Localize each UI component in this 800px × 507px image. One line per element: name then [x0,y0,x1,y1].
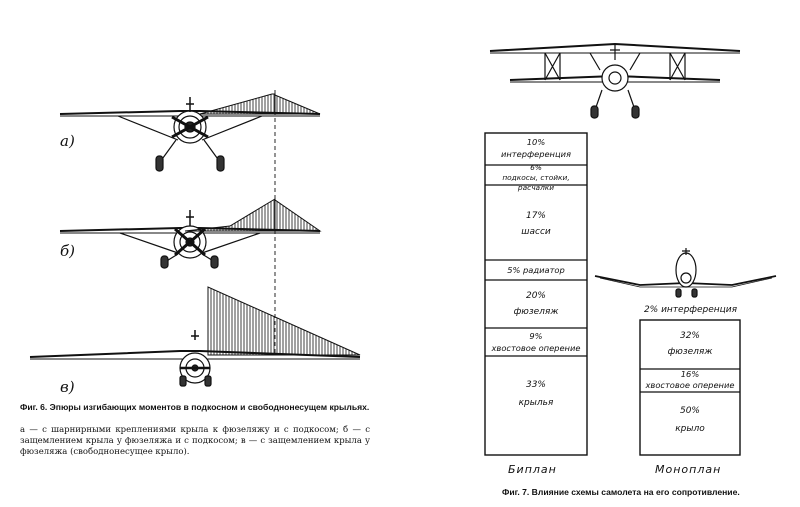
label-b: б) [60,242,76,260]
name: крыло [675,424,705,434]
biplane-seg-radiator: 5% радиатор [485,264,587,276]
biplane-label: Биплан [508,463,557,476]
airplane-a [59,97,321,172]
pct: 33% [525,380,546,390]
pct: 32% [679,331,700,341]
pct: 20% [525,291,546,301]
monoplane-dividers [640,368,740,393]
pct: 16% [680,369,700,379]
monoplane-seg-tail: 16% хвостовое оперение [640,369,740,391]
pct: 5% [507,265,521,275]
biplane-seg-interference: 10% интерференция [485,136,587,160]
fig6-title: Фиг. 6. Эпюры изгибающих моментов в подк… [20,402,370,412]
name: крылья [518,398,554,408]
name: хвостовое оперение [645,380,735,390]
pct: 17% [525,211,546,221]
airplane-b [59,210,321,269]
name: подкосы, стойки, расчалки [502,173,570,192]
label-v: в) [60,378,75,396]
pct: 50% [679,406,700,416]
name: радиатор [523,265,565,275]
name: фюзеляж [513,307,559,317]
biplane-drawing [489,42,741,119]
monoplane-interference: 2% интерференция [643,305,738,315]
biplane-seg-struts: 6% подкосы, стойки, расчалки [485,163,587,193]
moment-diagram-b [184,198,322,232]
name: фюзеляж [667,347,713,357]
monoplane-label: Моноплан [655,463,722,476]
pct: 10% [526,137,546,147]
biplane-dividers [485,164,587,357]
monoplane-seg-wing: 50% крыло [640,402,740,438]
biplane-bar [484,132,588,456]
moment-diagram-a [199,93,321,115]
monoplane-drawing [594,248,777,298]
name: интерференция [500,149,572,159]
biplane-seg-tail: 9% хвостовое оперение [485,330,587,354]
biplane-seg-fuselage: 20% фюзеляж [485,288,587,320]
biplane-seg-chassis: 17% шасси [485,208,587,240]
moment-diagram-v [207,286,361,356]
fig7-title: Фиг. 7. Влияние схемы самолета на его со… [502,487,740,497]
label-a: а) [60,132,75,150]
monoplane-seg-fuselage: 32% фюзеляж [640,328,740,360]
monoplane-bar [639,319,741,456]
fig6-caption: а — с шарнирными креплениями крыла к фюз… [20,425,370,457]
biplane-seg-wings: 33% крылья [485,376,587,412]
name: хвостовое оперение [491,343,581,353]
pct: 6% [530,163,542,172]
name: шасси [521,227,551,237]
pct: 9% [529,331,543,341]
